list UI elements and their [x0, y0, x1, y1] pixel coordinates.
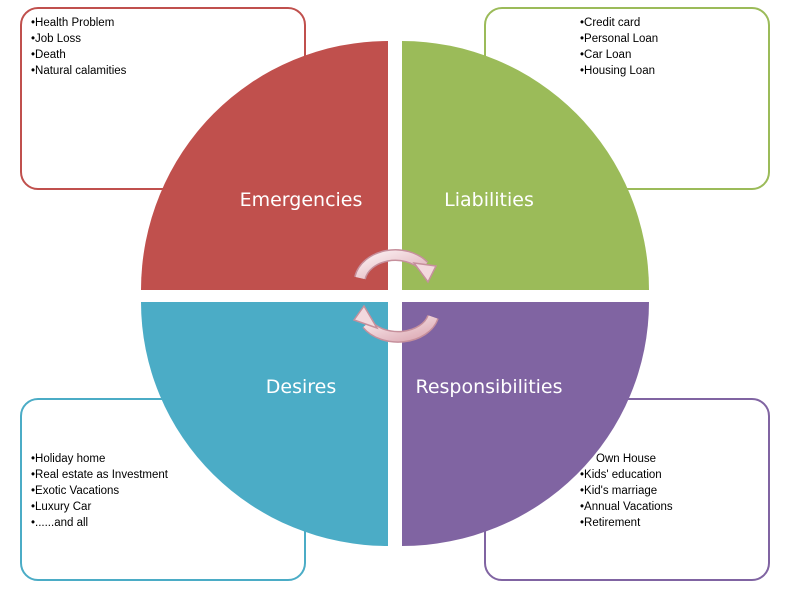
emergencies-list-item: •Natural calamities [31, 65, 127, 77]
cycle-arrow-counterclockwise-icon [352, 304, 439, 343]
liabilities-list-item: •Car Loan [580, 49, 632, 61]
responsibilities-list-item: •Kids' education [580, 469, 662, 481]
responsibilities-list: Own House •Kids' education •Kid's marriage… [580, 451, 673, 531]
responsibilities-label: Responsibilities [415, 376, 562, 398]
responsibilities-list-item: •Annual Vacations [580, 501, 673, 513]
desires-list-item: •......and all [31, 517, 89, 529]
emergencies-label: Emergencies [240, 189, 363, 211]
liabilities-list-item: •Personal Loan [580, 33, 659, 45]
emergencies-quadrant [141, 41, 388, 290]
desires-list-item: •Exotic Vacations [31, 485, 120, 497]
desires-label: Desires [266, 376, 336, 398]
desires-list: •Holiday home •Real estate as Investment •… [31, 451, 168, 531]
liabilities-list-item: •Credit card [580, 17, 641, 29]
liabilities-label: Liabilities [444, 189, 534, 211]
emergencies-list-item: •Job Loss [31, 33, 82, 45]
emergencies-list-item: •Death [31, 49, 66, 61]
liabilities-quadrant [402, 41, 649, 290]
responsibilities-list-item: Own House [596, 453, 657, 465]
responsibilities-list-item: •Retirement [580, 517, 641, 529]
responsibilities-quadrant [402, 302, 649, 546]
responsibilities-list-item: •Kid's marriage [580, 485, 658, 497]
liabilities-list: •Credit card •Personal Loan •Car Loan •Hous… [580, 15, 658, 79]
emergencies-list: •Health Problem •Job Loss •Death •Natural c… [31, 15, 126, 79]
liabilities-list-item: •Housing Loan [580, 65, 655, 77]
desires-quadrant [141, 302, 388, 546]
desires-list-item: •Holiday home [31, 453, 106, 465]
cycle-arrow-clockwise-icon [354, 249, 438, 284]
emergencies-list-item: •Health Problem [31, 17, 115, 29]
desires-list-item: •Luxury Car [31, 501, 92, 513]
desires-list-item: •Real estate as Investment [31, 469, 168, 481]
